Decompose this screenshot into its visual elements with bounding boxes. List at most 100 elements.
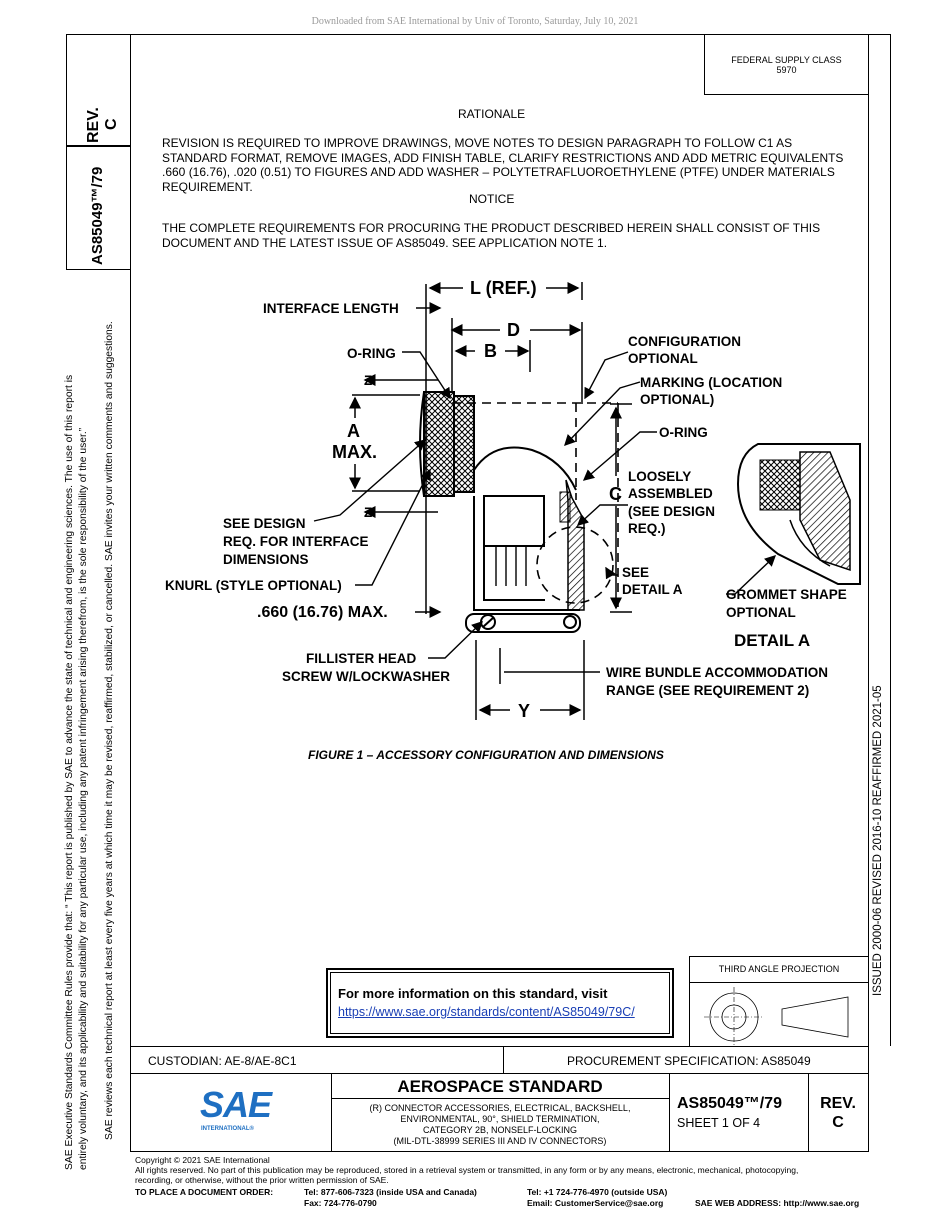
label-see-design-req: (SEE DESIGN — [628, 504, 715, 519]
title-block-bottom-line — [130, 1151, 869, 1152]
label-z-bottom: Z — [364, 505, 372, 520]
title-block-right-line — [868, 1046, 869, 1152]
label-fillister-head: FILLISTER HEAD — [306, 651, 416, 666]
label-interface-length: INTERFACE LENGTH — [263, 301, 399, 316]
knurled-coupling-nut — [419, 391, 475, 497]
frame-right-line — [868, 34, 869, 1046]
footer-email: Email: CustomerService@sae.org — [527, 1198, 664, 1208]
sae-logo-text: SAE — [200, 1084, 272, 1125]
footer-copyright: Copyright © 2021 SAE International — [135, 1155, 270, 1165]
label-configuration-optional: OPTIONAL — [628, 351, 698, 366]
title-divider — [669, 1074, 670, 1152]
doc-title-line-3: CATEGORY 2B, NONSELF-LOCKING — [422, 1125, 578, 1135]
detail-a-drawing — [726, 443, 861, 595]
projection-symbol — [704, 987, 849, 1045]
label-loosely: LOOSELY — [628, 469, 691, 484]
more-info-box: For more information on this standard, v… — [326, 968, 674, 1038]
download-note: Downloaded from SAE International by Uni… — [311, 16, 639, 27]
footer-order-label: TO PLACE A DOCUMENT ORDER: — [135, 1187, 274, 1197]
more-info-link[interactable]: https://www.sae.org/standards/content/AS… — [338, 1005, 635, 1019]
rationale-heading: RATIONALE — [458, 107, 526, 121]
title-rev-label: REV. — [820, 1095, 856, 1112]
label-grommet-shape: GROMMET SHAPE — [726, 587, 847, 602]
left-rev-box: REV. C — [66, 34, 131, 146]
doc-title-line-1: (R) CONNECTOR ACCESSORIES, ELECTRICAL, B… — [369, 1103, 631, 1113]
label-see: SEE — [622, 565, 649, 580]
label-z-top: Z — [364, 373, 372, 388]
grommet — [559, 491, 571, 523]
label-marking-optional: OPTIONAL) — [640, 392, 714, 407]
more-info-text: For more information on this standard, v… — [338, 986, 608, 1001]
projection-divider — [690, 982, 868, 983]
custodian-row: CUSTODIAN: AE-8/AE-8C1 PROCUREMENT SPECI… — [130, 1046, 869, 1074]
aerospace-title-underline — [331, 1098, 669, 1099]
left-rev-label: REV. — [85, 107, 102, 143]
label-wire-bundle: WIRE BUNDLE ACCOMMODATION — [606, 665, 828, 680]
supply-class-value: 5970 — [776, 65, 797, 75]
footer-fax: Fax: 724-776-0790 — [304, 1198, 377, 1208]
label-wire-range: RANGE (SEE REQUIREMENT 2) — [606, 683, 809, 698]
label-marking: MARKING (LOCATION — [640, 375, 782, 390]
supply-class-label: FEDERAL SUPPLY CLASS — [731, 55, 842, 65]
left-rev-value: C — [103, 118, 120, 130]
label-b: B — [484, 341, 497, 361]
rationale-text: REVISION IS REQUIRED TO IMPROVE DRAWINGS… — [162, 136, 844, 194]
label-screw-lockwasher: SCREW W/LOCKWASHER — [282, 669, 450, 684]
footer-tel-usa: Tel: 877-606-7323 (inside USA and Canada… — [304, 1187, 477, 1197]
left-doc-number-box: AS85049™/79 — [66, 146, 131, 270]
disclaimer-line-1: SAE Executive Standards Committee Rules … — [64, 374, 75, 1170]
label-configuration: CONFIGURATION — [628, 334, 741, 349]
label-c: C — [609, 484, 622, 504]
title-doc-number: AS85049™/79 — [677, 1095, 782, 1112]
label-grommet-optional: OPTIONAL — [726, 605, 796, 620]
footer-rights: All rights reserved. No part of this pub… — [135, 1165, 799, 1175]
notice-heading: NOTICE — [469, 192, 515, 206]
disclaimer-line-2: entirely voluntary, and its applicabilit… — [78, 427, 89, 1170]
notice-text: THE COMPLETE REQUIREMENTS FOR PROCURING … — [162, 221, 821, 250]
label-d: D — [507, 320, 520, 340]
figure-accessory-drawing: L (REF.) INTERFACE LENGTH D B O-RING Z A… — [165, 278, 861, 721]
footer-rights-2: recording, or otherwise, without the pri… — [135, 1175, 389, 1185]
rev-divider — [808, 1074, 809, 1152]
sae-logo: SAE INTERNATIONAL® — [200, 1084, 280, 1134]
doc-title-line-2: ENVIRONMENTAL, 90°, SHIELD TERMINATION, — [400, 1114, 600, 1124]
label-o-ring-right: O-RING — [659, 425, 708, 440]
label-req-interface: REQ. FOR INTERFACE — [223, 534, 369, 549]
label-req: REQ.) — [628, 521, 666, 536]
label-dimensions: DIMENSIONS — [223, 552, 309, 567]
label-assembled: ASSEMBLED — [628, 486, 713, 501]
projection-label: THIRD ANGLE PROJECTION — [718, 964, 840, 974]
label-y: Y — [518, 701, 530, 721]
label-see-design: SEE DESIGN — [223, 516, 306, 531]
label-l-ref: L (REF.) — [470, 278, 537, 298]
label-a-max: MAX. — [332, 442, 377, 462]
doc-title-line-4: (MIL-DTL-38999 SERIES III AND IV CONNECT… — [393, 1136, 607, 1146]
revision-history: ISSUED 2000-06 REVISED 2016-10 REAFFIRME… — [872, 685, 884, 996]
aerospace-standard-title: AEROSPACE STANDARD — [397, 1077, 603, 1096]
logo-divider — [331, 1074, 332, 1152]
sae-logo-sub: INTERNATIONAL® — [201, 1126, 254, 1132]
left-doc-number: AS85049™/79 — [89, 166, 106, 265]
projection-box: THIRD ANGLE PROJECTION — [689, 956, 869, 1047]
label-knurl: KNURL (STYLE OPTIONAL) — [165, 578, 342, 593]
elbow-body — [465, 446, 581, 633]
figure-caption: FIGURE 1 – ACCESSORY CONFIGURATION AND D… — [308, 748, 664, 762]
supply-class-box: FEDERAL SUPPLY CLASS 5970 — [704, 34, 869, 95]
footer-tel-outside: Tel: +1 724-776-4970 (outside USA) — [527, 1187, 668, 1197]
label-detail-a-ref: DETAIL A — [622, 582, 683, 597]
custodian-text: CUSTODIAN: AE-8/AE-8C1 — [148, 1054, 297, 1068]
dimension-lines — [349, 282, 632, 720]
label-o-ring-left: O-RING — [347, 346, 396, 361]
sheet-number: SHEET 1 OF 4 — [677, 1116, 761, 1130]
label-a: A — [347, 421, 360, 441]
title-block-left-line — [130, 1046, 131, 1152]
custodian-divider — [503, 1047, 504, 1073]
title-rev-value: C — [832, 1114, 844, 1131]
frame-top-line — [66, 34, 890, 35]
frame-right-outer-line — [890, 34, 891, 1046]
leader-lines — [313, 351, 657, 659]
optional-configuration-outline — [452, 402, 619, 612]
footer-web: SAE WEB ADDRESS: http://www.sae.org — [695, 1198, 860, 1208]
frame-left-line — [130, 34, 131, 1046]
disclaimer-line-3: SAE reviews each technical report at lea… — [104, 321, 115, 1140]
